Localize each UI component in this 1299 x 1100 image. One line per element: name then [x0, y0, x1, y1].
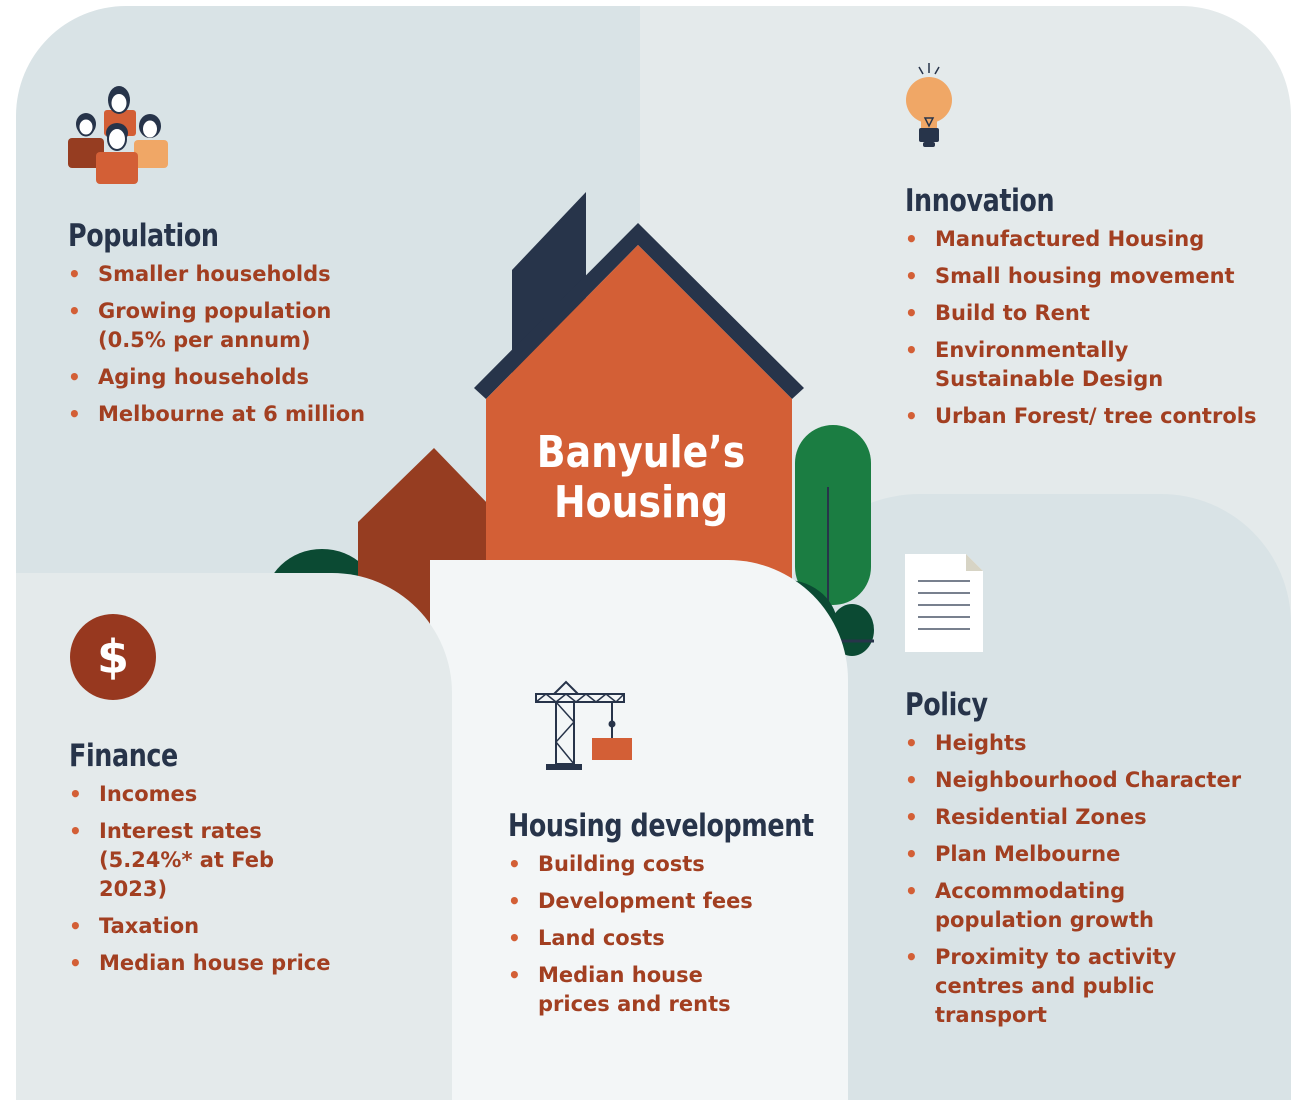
- finance-section: Finance Incomes Interest rates (5.24%* a…: [69, 738, 409, 986]
- center-title: Banyule’s Housing: [530, 428, 752, 528]
- list-item: Growing population (0.5% per annum): [68, 297, 348, 355]
- list-item: Residential Zones: [905, 803, 1285, 832]
- population-title: Population: [68, 218, 219, 254]
- finance-title: Finance: [69, 738, 178, 774]
- development-title: Housing development: [508, 808, 814, 844]
- list-item: Neighbourhood Character: [905, 766, 1285, 795]
- list-item: Land costs: [508, 924, 828, 953]
- list-item: Building costs: [508, 850, 828, 879]
- list-item: Environmentally Sustainable Design: [905, 336, 1175, 394]
- list-item: Interest rates (5.24%* at Feb 2023): [69, 817, 349, 904]
- population-list: Smaller households Growing population (0…: [68, 260, 428, 429]
- list-item: Melbourne at 6 million: [68, 400, 428, 429]
- list-item: Smaller households: [68, 260, 428, 289]
- list-item: Heights: [905, 729, 1285, 758]
- list-item: Build to Rent: [905, 299, 1285, 328]
- lightbulb-icon: [906, 63, 952, 147]
- development-list: Building costs Development fees Land cos…: [508, 850, 828, 1019]
- list-item: Small housing movement: [905, 262, 1285, 291]
- center-title-line2: Housing: [553, 477, 729, 528]
- people-group-icon: [68, 86, 168, 184]
- list-item: Plan Melbourne: [905, 840, 1285, 869]
- policy-list: Heights Neighbourhood Character Resident…: [905, 729, 1285, 1030]
- tree-canopy: [795, 425, 871, 605]
- policy-title: Policy: [905, 687, 988, 723]
- list-item: Incomes: [69, 780, 409, 809]
- list-item: Median house prices and rents: [508, 961, 738, 1019]
- list-item: Accommodating population growth: [905, 877, 1165, 935]
- list-item: Manufactured Housing: [905, 225, 1285, 254]
- innovation-title: Innovation: [905, 183, 1055, 219]
- list-item: Taxation: [69, 912, 409, 941]
- crane-icon: [535, 680, 632, 770]
- innovation-section: Innovation Manufactured Housing Small ho…: [905, 183, 1285, 439]
- center-title-line1: Banyule’s: [536, 427, 746, 478]
- population-section: Population Smaller households Growing po…: [68, 218, 428, 437]
- list-item: Aging households: [68, 363, 428, 392]
- development-section: Housing development Building costs Devel…: [508, 808, 828, 1027]
- list-item: Proximity to activity centres and public…: [905, 943, 1185, 1030]
- document-icon: [905, 554, 983, 652]
- list-item: Urban Forest/ tree controls: [905, 402, 1285, 431]
- list-item: Median house price: [69, 949, 409, 978]
- policy-section: Policy Heights Neighbourhood Character R…: [905, 687, 1285, 1038]
- innovation-list: Manufactured Housing Small housing movem…: [905, 225, 1285, 431]
- dollar-icon: $: [70, 614, 156, 700]
- list-item: Development fees: [508, 887, 828, 916]
- finance-list: Incomes Interest rates (5.24%* at Feb 20…: [69, 780, 409, 978]
- main-house: [486, 245, 792, 645]
